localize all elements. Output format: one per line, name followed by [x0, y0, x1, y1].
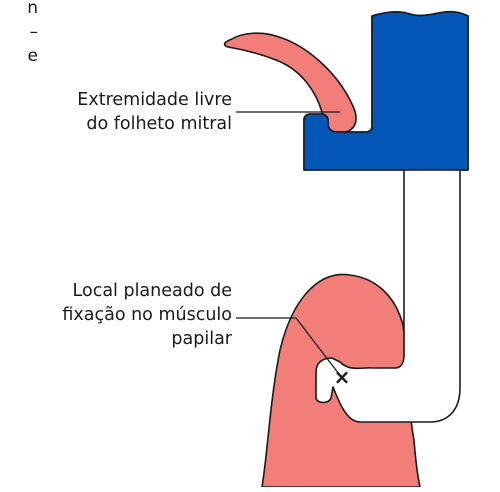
anchor-site-label: Local planeado de fixação no músculo pap… — [62, 279, 232, 351]
clipped-line-2: – — [30, 20, 39, 44]
anchor-label-line-3: papilar — [62, 327, 232, 351]
clipped-line-3: e — [28, 44, 38, 68]
anchor-label-line-2: fixação no músculo — [62, 303, 232, 327]
leaflet-label-line-1: Extremidade livre — [77, 88, 232, 112]
leaflet-label: Extremidade livre do folheto mitral — [77, 88, 232, 136]
mitral-leaflet — [225, 33, 356, 133]
anchor-label-line-1: Local planeado de — [62, 279, 232, 303]
clipped-label-fragment: n – e — [0, 0, 40, 80]
leaflet-label-line-2: do folheto mitral — [77, 112, 232, 136]
clipped-line-1: n — [27, 0, 38, 20]
anchor-x-marker: × — [334, 365, 351, 389]
